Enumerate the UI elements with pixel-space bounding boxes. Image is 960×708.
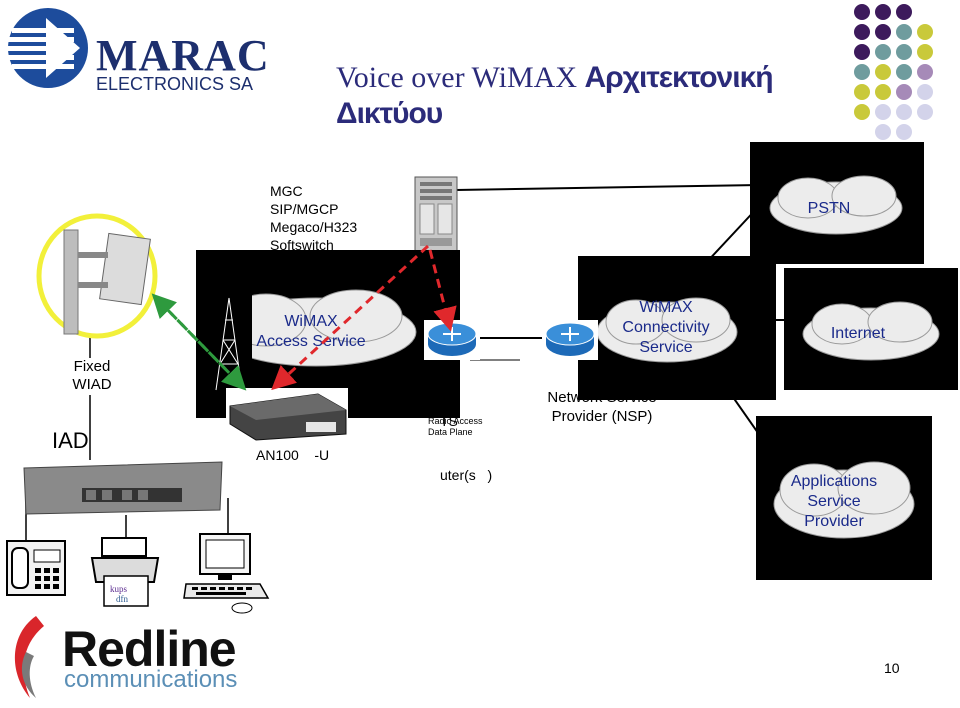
decorative-dot-grid [854, 4, 933, 140]
applications-cloud-line: Service [807, 493, 861, 510]
title-greek-2: Δικτύου [336, 97, 443, 130]
fixed-wiad-line: Fixed [73, 358, 111, 375]
decorative-dot [917, 44, 933, 60]
decorative-dot [854, 84, 870, 100]
decorative-dot [854, 4, 870, 20]
softswitch-line: SIP/MGCP [270, 201, 339, 217]
decorative-dot [854, 24, 870, 40]
decorative-dot [854, 104, 870, 120]
decorative-dot [896, 24, 912, 40]
softswitch-label: MGC SIP/MGCP Megaco/H323 Softswitch [270, 182, 357, 254]
decorative-dot [917, 64, 933, 80]
softswitch-line: Megaco/H323 [270, 219, 358, 235]
softswitch-server-icon [414, 176, 458, 252]
nsp-label-line: Provider (NSP) [551, 408, 653, 425]
iad-label: IAD [52, 428, 89, 453]
decorative-dot [896, 104, 912, 120]
internet-cloud-icon [802, 301, 940, 361]
decorative-dot [854, 64, 870, 80]
svg-text:kups: kups [110, 584, 128, 594]
decorative-dot [875, 124, 891, 140]
computer-icon [183, 533, 270, 614]
title-latin: Voice over WiMAX [336, 61, 577, 94]
iad-device-icon [23, 461, 223, 515]
decorative-dot [875, 4, 891, 20]
decorative-dot [896, 44, 912, 60]
access-cloud-label: WiMAX Access Service [236, 312, 386, 352]
fixed-wiad-label: Fixed WIAD [64, 358, 120, 394]
applications-cloud-icon [773, 461, 915, 539]
page-number: 10 [884, 660, 900, 676]
router-icon [542, 320, 598, 360]
decorative-dot [875, 104, 891, 120]
decorative-dot [917, 104, 933, 120]
radio-access-line: Data Plane [428, 427, 473, 437]
marac-logo-subtitle: ELECTRONICS SA [96, 74, 254, 94]
decorative-dot [896, 64, 912, 80]
redline-logo-subtitle: communications [64, 666, 238, 693]
fax-machine-icon: kups dfn [90, 537, 160, 607]
nsp-label-line: Network Service [547, 389, 657, 406]
pstn-cloud-icon [769, 175, 903, 235]
access-cloud-line: WiMAX [284, 313, 338, 330]
router-label: TS uter(s ) [440, 376, 492, 502]
fixed-wiad-antenna-icon [36, 213, 158, 339]
connectivity-cloud-line: WiMAX [639, 299, 693, 316]
applications-cloud-line: Applications [790, 473, 878, 490]
redline-logo-icon [14, 616, 44, 698]
router-label-line: TS [440, 413, 458, 429]
an100-device-icon [226, 388, 348, 442]
decorative-dot [875, 64, 891, 80]
decorative-dot [896, 4, 912, 20]
connectivity-cloud-line: Service [639, 339, 693, 356]
decorative-dot [896, 124, 912, 140]
applications-cloud-line: Provider [804, 513, 864, 530]
marac-logo-icon [8, 8, 88, 88]
applications-cloud-label: Applications Service Provider [774, 472, 894, 532]
connectivity-cloud-line: Connectivity [622, 319, 710, 336]
radio-access-line: Radio Access [428, 416, 483, 426]
decorative-dot [917, 84, 933, 100]
decorative-dot [917, 24, 933, 40]
fixed-wiad-line: WIAD [72, 376, 112, 393]
redline-logo-name: Redline [62, 621, 237, 677]
slide-title: Voice over WiMAX Αρχιτεκτονική Δικτύου [336, 60, 856, 132]
an100-label: AN100 -U [256, 447, 330, 463]
marac-logo-name: MARAC [96, 31, 270, 80]
connectivity-cloud-label: WiMAX Connectivity Service [596, 298, 736, 358]
decorative-dot [875, 24, 891, 40]
decorative-dot [854, 44, 870, 60]
decorative-dot [896, 84, 912, 100]
telephone-icon [6, 540, 66, 596]
radio-access-label: Radio Access Data Plane [428, 416, 483, 438]
access-cloud-line: Access Service [256, 333, 366, 350]
router-label-line: uter(s ) [440, 467, 493, 483]
internet-cloud-label: Internet [830, 325, 886, 342]
softswitch-line: Softswitch [270, 237, 334, 253]
title-greek-1: Αρχιτεκτονική [584, 61, 773, 94]
svg-text:dfn: dfn [116, 594, 128, 604]
decorative-dot [875, 44, 891, 60]
pstn-cloud-label: PSTN [807, 200, 851, 217]
connectivity-cloud-icon [596, 297, 738, 363]
nsp-label: Network Service Provider (NSP) [532, 388, 672, 426]
softswitch-line: MGC [270, 183, 303, 199]
decorative-dot [875, 84, 891, 100]
